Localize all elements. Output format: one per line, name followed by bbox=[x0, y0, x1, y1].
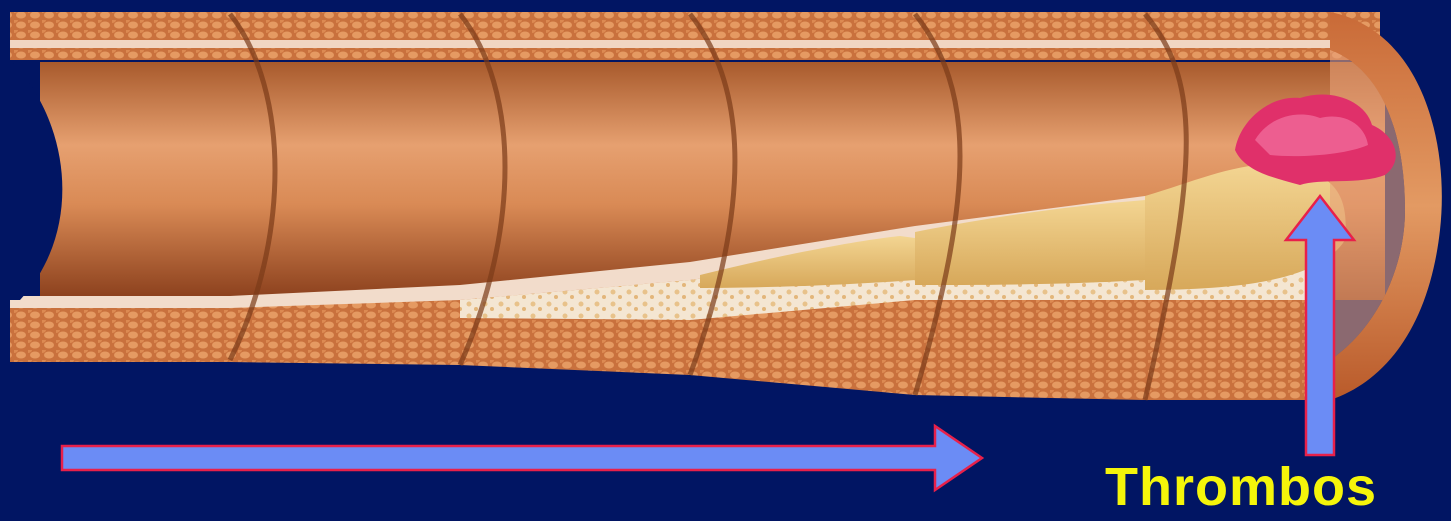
thrombus-label: Thrombos bbox=[1105, 460, 1377, 514]
upper-intima bbox=[10, 40, 1380, 48]
artery-vessel bbox=[10, 12, 1442, 400]
progression-arrow bbox=[62, 426, 982, 490]
